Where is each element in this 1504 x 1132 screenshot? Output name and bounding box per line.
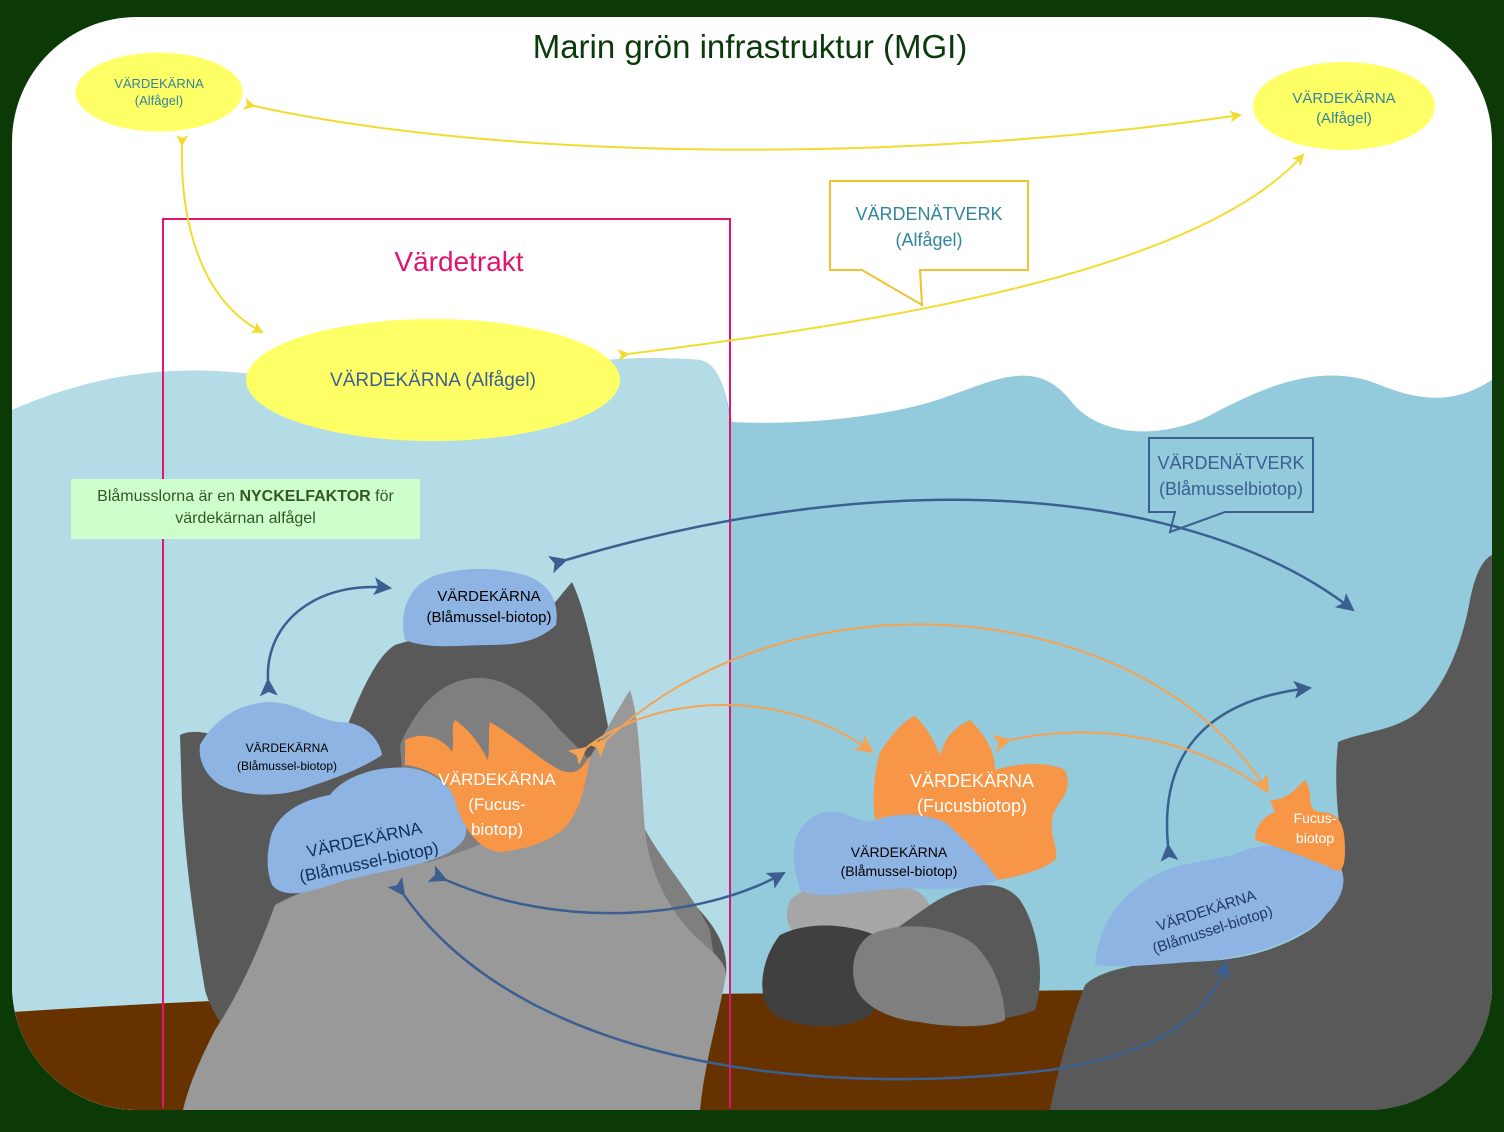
callout-alfagel-network: VÄRDENÄTVERK (Alfågel) (855, 204, 1002, 250)
vardetrakt-label: Värdetrakt (394, 246, 523, 277)
label-fucus-core-left: VÄRDEKÄRNA (Fucus- biotop) (438, 770, 556, 839)
mussel-core-top (403, 568, 557, 647)
arrow-mussel-network-long (548, 498, 1355, 612)
svg-text:(Blåmusselbiotop): (Blåmusselbiotop) (1159, 479, 1303, 499)
arrow-alfagel-right-link (617, 153, 1305, 362)
arrow-alfagel-left-link (176, 134, 264, 333)
mussel-core-small-left (199, 702, 382, 795)
svg-text:biotop: biotop (1296, 830, 1334, 846)
svg-text:(Fucus-: (Fucus- (468, 795, 526, 814)
label-mussel-core-top: VÄRDEKÄRNA (Blåmussel-biotop) (426, 588, 551, 626)
mussel-core-large-left (267, 767, 467, 894)
mussel-core-middle (793, 811, 998, 896)
svg-text:(Blåmussel-biotop): (Blåmussel-biotop) (237, 759, 337, 773)
keyfactor-note-bold: NYCKELFAKTOR (239, 488, 371, 505)
fucus-core-left (405, 720, 590, 852)
arrow-mussel-left-right-bottom (387, 876, 1231, 1081)
alfagel-core-main (246, 319, 620, 441)
label-mussel-core-small-left: VÄRDEKÄRNA (Blåmussel-biotop) (237, 741, 337, 773)
svg-text:biotop): biotop) (471, 820, 523, 839)
arrow-fucus-middle-right (992, 731, 1269, 793)
keyfactor-note-pre: Blåmusslorna är en (97, 488, 240, 505)
svg-text:VÄRDEKÄRNA: VÄRDEKÄRNA (438, 770, 556, 789)
keyfactor-note-post: för (370, 488, 394, 505)
keyfactor-note-line2: värdekärnan alfågel (175, 510, 316, 527)
svg-text:(Blåmussel-biotop): (Blåmussel-biotop) (841, 863, 958, 879)
diagram-title: Marin grön infrastruktur (MGI) (533, 28, 968, 65)
label-alfagel-core-top-left: VÄRDEKÄRNA (Alfågel) (114, 76, 204, 108)
panel (12, 17, 1492, 1110)
svg-text:VÄRDENÄTVERK: VÄRDENÄTVERK (1157, 453, 1304, 473)
callout-mussel-network: VÄRDENÄTVERK (Blåmusselbiotop) (1157, 453, 1304, 499)
svg-text:(Alfågel): (Alfågel) (135, 93, 183, 108)
svg-text:(Alfågel): (Alfågel) (895, 230, 962, 250)
label-alfagel-core-top-right: VÄRDEKÄRNA (Alfågel) (1292, 90, 1395, 127)
svg-text:VÄRDEKÄRNA: VÄRDEKÄRNA (246, 741, 329, 755)
svg-text:Fucus-: Fucus- (1294, 810, 1337, 826)
arrow-fucus-left-middle (567, 704, 874, 765)
label-mussel-core-middle: VÄRDEKÄRNA (Blåmussel-biotop) (841, 844, 958, 879)
svg-text:VÄRDEKÄRNA: VÄRDEKÄRNA (851, 844, 948, 860)
label-fucus-core-right: Fucus- biotop (1294, 810, 1337, 846)
callout-mussel-network-shape (1148, 437, 1314, 534)
svg-text:(Alfågel): (Alfågel) (1316, 110, 1372, 127)
alfagel-core-top-left (74, 51, 244, 133)
arrow-fucus-left-right (588, 623, 1270, 794)
svg-text:VÄRDEKÄRNA: VÄRDEKÄRNA (437, 588, 540, 605)
label-alfagel-core-main: VÄRDEKÄRNA (Alfågel) (330, 370, 536, 391)
vardetrakt-border (162, 218, 731, 1108)
alfagel-core-top-right (1253, 62, 1435, 150)
svg-text:VÄRDENÄTVERK: VÄRDENÄTVERK (855, 204, 1002, 224)
label-fucus-core-middle: VÄRDEKÄRNA (Fucusbiotop) (910, 771, 1034, 816)
svg-text:VÄRDEKÄRNA: VÄRDEKÄRNA (1292, 90, 1395, 107)
svg-text:(Blåmussel-biotop): (Blåmussel-biotop) (426, 609, 551, 626)
svg-text:VÄRDEKÄRNA: VÄRDEKÄRNA (910, 771, 1034, 791)
svg-text:(Fucusbiotop): (Fucusbiotop) (917, 796, 1027, 816)
keyfactor-note: Blåmusslorna är en NYCKELFAKTOR för värd… (71, 479, 420, 539)
arrow-alfagel-top-link (242, 97, 1242, 151)
arrow-mussel-small-loop (259, 577, 392, 697)
label-mussel-core-large-left: VÄRDEKÄRNA (Blåmussel-biotop) (298, 818, 441, 886)
svg-text:VÄRDEKÄRNA: VÄRDEKÄRNA (114, 76, 204, 91)
